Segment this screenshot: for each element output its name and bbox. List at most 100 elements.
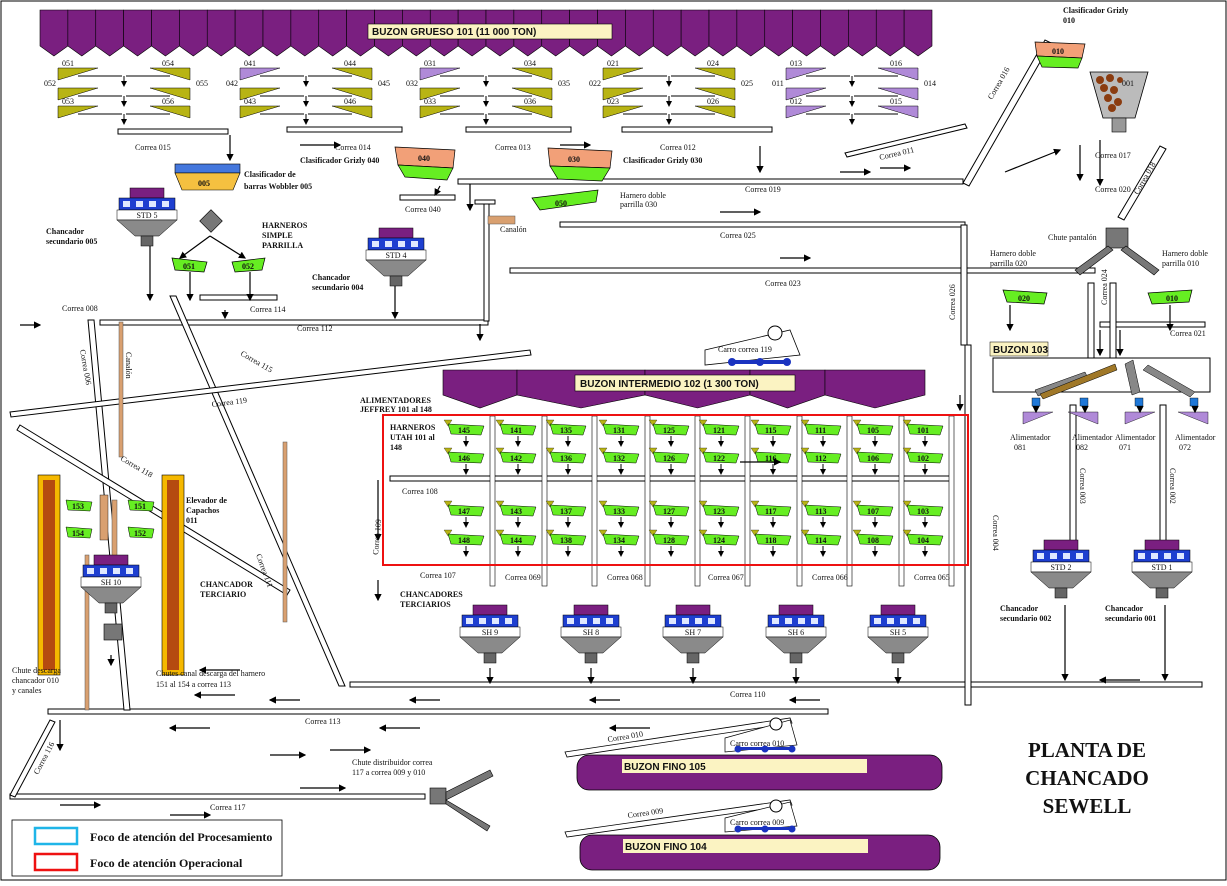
feeder-left — [240, 68, 280, 80]
harnero-030-1: Harnero doble — [620, 191, 666, 200]
feeder-id: 025 — [741, 79, 753, 88]
alim-081-1: Alimentador — [1010, 433, 1051, 442]
belt-066-label: Correa 066 — [812, 573, 848, 582]
harnero-051-id: 051 — [183, 262, 195, 271]
feeder-right — [150, 106, 190, 118]
grizzly-030: 030 — [548, 148, 612, 181]
grueso-pocket — [876, 10, 904, 56]
belt-018-label: Correa 018 — [1132, 161, 1158, 196]
utah-screen-id: 117 — [765, 507, 777, 516]
wobbler-label-2: barras Wobbler 005 — [244, 182, 312, 191]
utah-screen-id: 128 — [663, 536, 675, 545]
belt-108-label: Correa 108 — [402, 487, 438, 496]
utah-screen-id: 103 — [917, 507, 929, 516]
grueso-pocket — [152, 10, 180, 56]
grueso-pocket — [235, 10, 263, 56]
harnero-020-1: Harnero doble — [990, 249, 1036, 258]
elevator-screen-id: 152 — [134, 529, 146, 538]
grueso-pocket — [765, 10, 793, 56]
elevador-2: Capachos — [186, 506, 219, 515]
chancador-001-1: Chancador — [1105, 604, 1144, 613]
crusher-std1: STD 1 — [1132, 540, 1192, 598]
crusher-std1-id: STD 1 — [1151, 563, 1172, 572]
crusher-sh7: SH 7 — [663, 605, 723, 663]
feeder-id: 012 — [790, 97, 802, 106]
flow-arrow — [1005, 150, 1060, 172]
buzon-grueso-label: BUZON GRUESO 101 (11 000 TON) — [372, 27, 536, 38]
chute-distribuidor-1: Chute distribuidor correa — [352, 758, 433, 767]
grueso-pocket — [904, 10, 932, 56]
belt-110-label: Correa 110 — [730, 690, 765, 699]
clasif-grizzly-040-label: Clasificador Grizly 040 — [300, 156, 379, 165]
canalon-label-1: Canalón — [500, 225, 527, 234]
wobbler-005: 005 — [175, 164, 240, 190]
elevador-3: 011 — [186, 516, 198, 525]
harnero-010: 010 — [1148, 290, 1192, 304]
utah-screen-id: 125 — [663, 426, 675, 435]
feeder-left — [420, 68, 460, 80]
grueso-pocket — [207, 10, 235, 56]
feeder-left — [786, 68, 826, 80]
grueso-pocket — [291, 10, 319, 56]
harnero-030-2: parrilla 030 — [620, 200, 657, 209]
chute-descarga-2: chancador 010 — [12, 676, 59, 685]
crusher-sh10-id: SH 10 — [101, 578, 121, 587]
clasif-grizzly-030-label: Clasificador Grizly 030 — [623, 156, 702, 165]
harnero-020-2: parrilla 020 — [990, 259, 1027, 268]
chancador-002-2: secundario 002 — [1000, 614, 1051, 623]
grizzly-010: 010 — [1035, 42, 1085, 68]
chancador-002-1: Chancador — [1000, 604, 1039, 613]
intermedio-pocket — [825, 370, 925, 408]
utah-screen-id: 131 — [613, 426, 625, 435]
grizzly-040: 040 — [395, 147, 455, 180]
harneros-utah-grid: 1451461471481411421431441351361371381311… — [444, 416, 954, 586]
grizzly-030-id: 030 — [568, 155, 580, 164]
feeder-right — [512, 106, 552, 118]
clasif-grizzly-010-l1: Clasificador Grizly — [1063, 6, 1128, 15]
utah-screen-id: 147 — [458, 507, 470, 516]
feeder-id: 041 — [244, 59, 256, 68]
harnero-030: 050 — [532, 190, 598, 210]
feeder-groups: 0510540520550530560410440420450430460310… — [44, 59, 936, 124]
alim-071-1: Alimentador — [1115, 433, 1156, 442]
belt-068-label: Correa 068 — [607, 573, 643, 582]
crusher-sh6: SH 6 — [766, 605, 826, 663]
buzon-fino-105: BUZON FINO 105 — [577, 755, 942, 790]
alim-082-2: 082 — [1076, 443, 1088, 452]
harnero-020-id: 020 — [1018, 294, 1030, 303]
title-line-3: SEWELL — [1043, 794, 1132, 818]
terciarios-2: TERCIARIOS — [400, 600, 451, 609]
crusher-sh7-id: SH 7 — [685, 628, 701, 637]
utah-screen-id: 122 — [713, 454, 725, 463]
clasif-grizzly-010-l2: 010 — [1063, 16, 1075, 25]
alim-082-1: Alimentador — [1072, 433, 1113, 442]
chute-distribuidor-2: 117 a correa 009 y 010 — [352, 768, 425, 777]
feeder-id: 056 — [162, 97, 174, 106]
crusher-std4: STD 4 — [366, 228, 426, 286]
chute-descarga-3: y canales — [12, 686, 42, 695]
utah-screen-id: 107 — [867, 507, 879, 516]
feeder-id: 044 — [344, 59, 356, 68]
wobbler-id: 005 — [198, 179, 210, 188]
utah-screen-id: 112 — [815, 454, 827, 463]
feeder-left — [603, 106, 643, 118]
utah-screen-id: 135 — [560, 426, 572, 435]
utah-screen-id: 106 — [867, 454, 879, 463]
grueso-pocket — [179, 10, 207, 56]
feeder-id: 035 — [558, 79, 570, 88]
crusher-std2-id: STD 2 — [1050, 563, 1071, 572]
terciario-2: TERCIARIO — [200, 590, 246, 599]
feeder-id: 024 — [707, 59, 719, 68]
belt-067-label: Correa 067 — [708, 573, 744, 582]
belt-025-label: Correa 025 — [720, 231, 756, 240]
terciario-1: CHANCADOR — [200, 580, 253, 589]
belt-024-label: Correa 024 — [1100, 269, 1109, 305]
utah-screen-id: 132 — [613, 454, 625, 463]
chancador-004-2: secundario 004 — [312, 283, 363, 292]
belt-118-label: Correa 118 — [119, 454, 154, 480]
utah-screen-id: 133 — [613, 507, 625, 516]
page-title: PLANTA DE CHANCADO SEWELL — [1025, 738, 1149, 818]
crusher-sh8: SH 8 — [561, 605, 621, 663]
